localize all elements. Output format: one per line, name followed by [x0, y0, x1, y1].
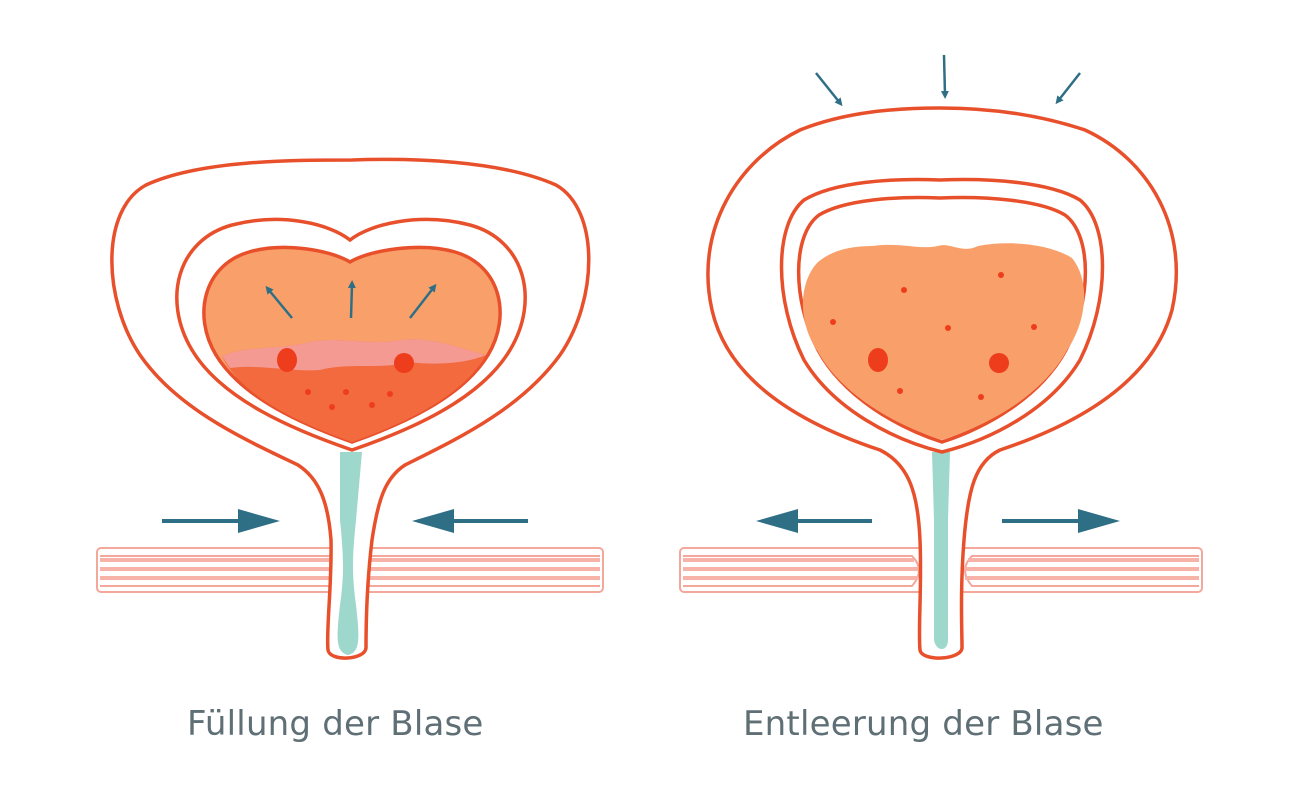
sphincter-muscle-right [957, 547, 1203, 593]
urine-volume [802, 243, 1085, 440]
pressure-arrow-icon [815, 54, 1081, 107]
emptying-caption: Entleerung der Blase [743, 704, 1104, 744]
arrow-right-icon [1002, 509, 1120, 533]
sphincter-muscle-right [356, 547, 604, 593]
arrow-left-icon [756, 509, 872, 533]
arrow-right-icon [162, 509, 280, 533]
arrow-left-icon [412, 509, 528, 533]
sphincter-muscle-left [679, 547, 929, 593]
urethra-channel [337, 452, 362, 655]
pressure-arrow-icon [265, 280, 437, 319]
bladder-middle-wall [779, 177, 1105, 454]
sphincter-muscle-left [96, 547, 346, 593]
urine-particles [277, 348, 414, 410]
filling-panel [96, 157, 604, 660]
filling-caption: Füllung der Blase [187, 704, 484, 744]
emptying-panel [679, 54, 1203, 660]
bladder-middle-wall [175, 217, 527, 452]
urine-particles [830, 272, 1037, 400]
urethra-channel [932, 452, 950, 649]
